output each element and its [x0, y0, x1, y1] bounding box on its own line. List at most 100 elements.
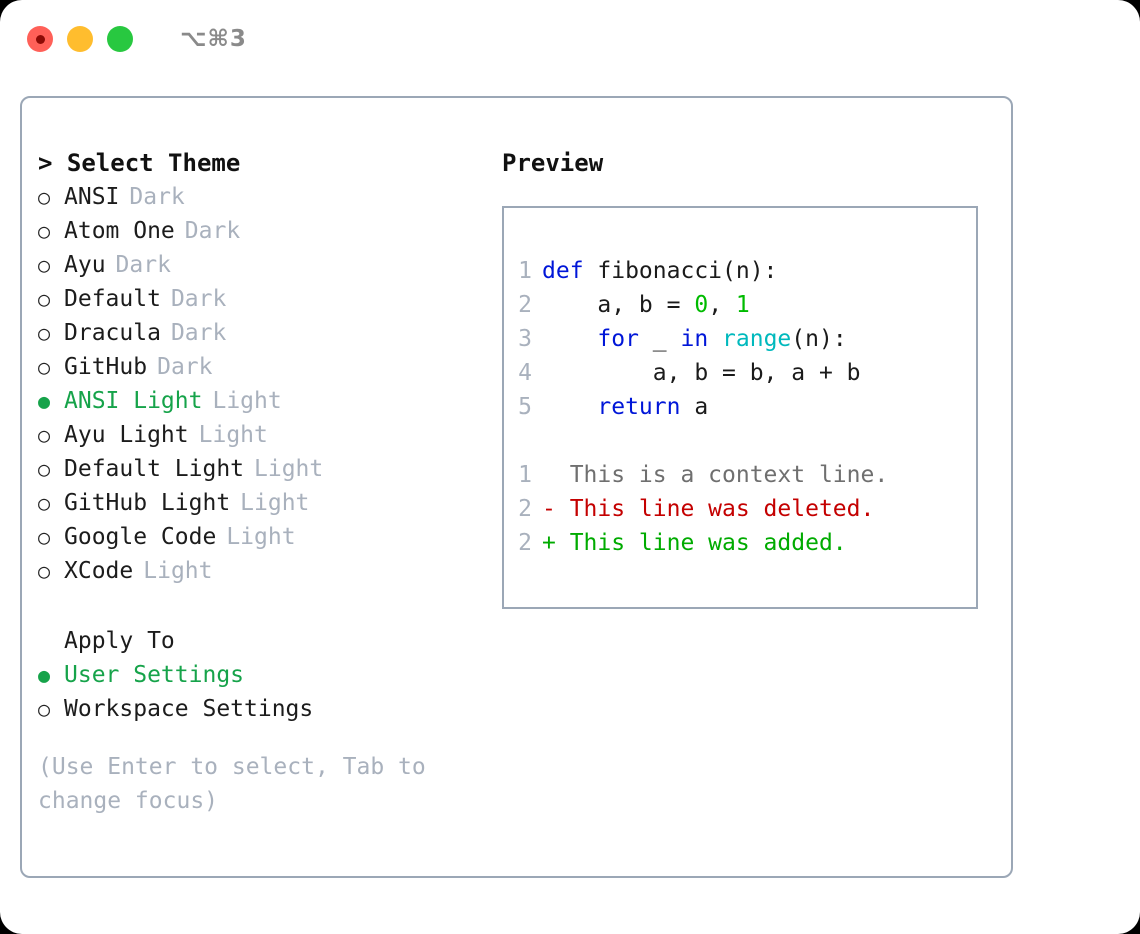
theme-option-label: GitHub [64, 354, 148, 380]
radio-unselected-icon: ○ [38, 491, 51, 515]
diff-preview: 1 This is a context line. 2 - This line wa… [504, 458, 976, 560]
code-token-kw: for [597, 326, 639, 352]
theme-option-label: ANSI [64, 184, 120, 210]
code-line: 3 for _ in range(n): [504, 322, 976, 356]
radio-unselected-icon: ○ [38, 185, 51, 209]
window-controls [27, 26, 133, 52]
radio-unselected-icon: ○ [38, 287, 51, 311]
code-line-number: 1 [518, 258, 532, 284]
radio-unselected-icon: ○ [38, 525, 51, 549]
code-line-text: return a [542, 390, 708, 424]
code-token-pl [542, 394, 597, 420]
diff-line: 1 This is a context line. [504, 458, 976, 492]
theme-option-label: XCode [64, 558, 134, 584]
code-token-pl: , [708, 292, 736, 318]
theme-option-variant-tag: Dark [129, 184, 185, 210]
code-token-kw: in [680, 326, 709, 352]
theme-option-label: Ayu Light [64, 422, 189, 448]
theme-option-label: Default [64, 286, 161, 312]
diff-spacer [504, 424, 976, 458]
theme-option-variant-tag: Dark [184, 218, 241, 244]
apply-to-heading: Apply To [64, 628, 175, 654]
code-line-number: 2 [518, 292, 532, 318]
code-token-pl [542, 326, 597, 352]
code-line-number: 4 [518, 360, 532, 386]
close-window-button[interactable] [27, 26, 53, 52]
theme-option-ansi[interactable]: ○ ANSI Dark [38, 180, 498, 214]
diff-line-text: This is a context line. [542, 462, 889, 488]
theme-option-label: GitHub Light [64, 490, 231, 516]
diff-line-text: - This line was deleted. [542, 496, 875, 522]
radio-unselected-icon: ○ [38, 559, 51, 583]
code-line-number: 5 [518, 394, 532, 420]
theme-option-label: Ayu [64, 252, 106, 278]
theme-option-variant-tag: Light [240, 490, 310, 516]
code-line-text: for _ in range(n): [542, 322, 847, 356]
diff-line: 2 - This line was deleted. [504, 492, 976, 526]
radio-selected-icon: ● [38, 663, 51, 687]
diff-line-number: 2 [518, 530, 532, 556]
theme-option-label: Dracula [64, 320, 161, 346]
theme-option-variant-tag: Light [212, 388, 282, 414]
code-token-pl: a [680, 394, 709, 420]
theme-option-default[interactable]: ○ Default Dark [38, 282, 498, 316]
apply-to-option-label: User Settings [64, 662, 245, 688]
code-token-pl: fibonacci(n): [583, 258, 778, 284]
theme-option-label: Atom One [64, 218, 175, 244]
diff-line-number: 2 [518, 496, 532, 522]
hint-spacer [38, 726, 498, 750]
apply-to-option-list: ● User Settings ○ Workspace Settings [38, 658, 498, 726]
radio-unselected-icon: ○ [38, 423, 51, 447]
title-bar: ⌥⌘3 [0, 0, 1140, 78]
theme-option-variant-tag: Dark [157, 354, 213, 380]
minimize-window-button[interactable] [67, 26, 93, 52]
radio-unselected-icon: ○ [38, 457, 51, 481]
maximize-window-button[interactable] [107, 26, 133, 52]
theme-option-github-light[interactable]: ○ GitHub Light Light [38, 486, 498, 520]
code-line: 2 a, b = 0, 1 [504, 288, 976, 322]
theme-option-atom-one[interactable]: ○ Atom One Dark [38, 214, 498, 248]
theme-option-ayu-light[interactable]: ○ Ayu Light Light [38, 418, 498, 452]
code-line-text: a, b = 0, 1 [542, 288, 749, 322]
diff-line-number: 1 [518, 462, 532, 488]
apply-to-option-workspace-settings[interactable]: ○ Workspace Settings [38, 692, 498, 726]
code-line: 5 return a [504, 390, 976, 424]
list-spacer [38, 588, 498, 624]
code-token-pl: _ [638, 326, 681, 352]
code-token-kw: return [597, 394, 681, 420]
diff-line: 2 + This line was added. [504, 526, 976, 560]
theme-option-xcode[interactable]: ○ XCode Light [38, 554, 498, 588]
theme-option-label: Default Light [64, 456, 245, 482]
radio-unselected-icon: ○ [38, 697, 51, 721]
apply-to-option-label: Workspace Settings [64, 696, 314, 722]
keyboard-hint-text: (Use Enter to select, Tab to change focu… [38, 754, 426, 814]
code-token-pl [708, 326, 722, 352]
select-theme-heading: > Select Theme [38, 149, 241, 177]
diff-line-text: + This line was added. [542, 530, 847, 556]
theme-option-variant-tag: Light [198, 422, 268, 448]
theme-option-variant-tag: Dark [170, 286, 227, 312]
code-token-num: 0 [694, 292, 709, 318]
preview-heading: Preview [502, 149, 604, 177]
theme-option-variant-tag: Light [254, 456, 324, 482]
apply-to-option-user-settings[interactable]: ● User Settings [38, 658, 498, 692]
theme-option-default-light[interactable]: ○ Default Light Light [38, 452, 498, 486]
code-line: 4 a, b = b, a + b [504, 356, 976, 390]
radio-unselected-icon: ○ [38, 219, 51, 243]
theme-option-variant-tag: Light [143, 558, 213, 584]
code-line-text: a, b = b, a + b [542, 356, 861, 390]
code-token-pl: (n): [791, 326, 847, 352]
theme-option-label: ANSI Light [64, 388, 203, 414]
